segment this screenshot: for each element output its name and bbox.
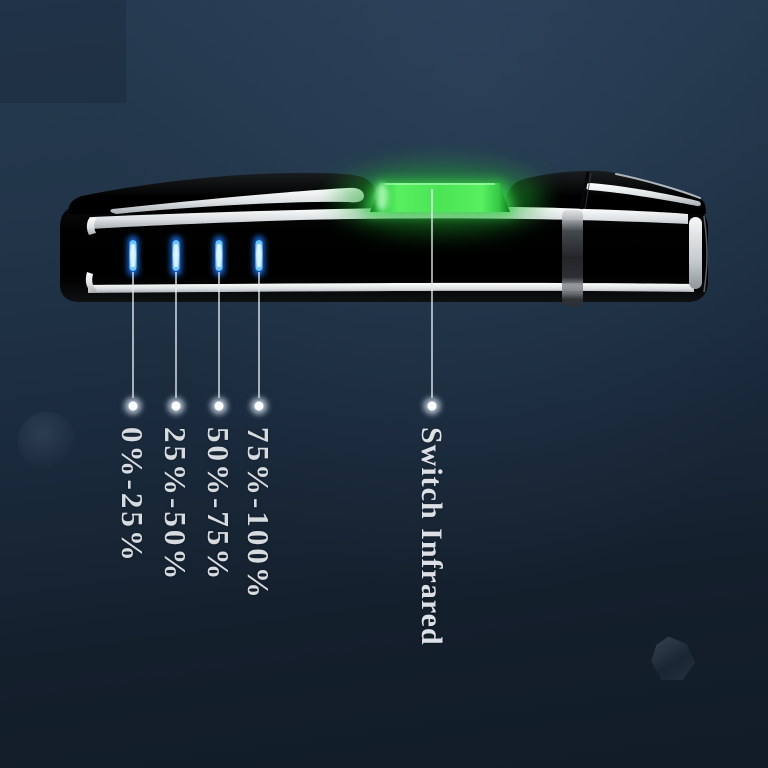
lid-right-top-highlight xyxy=(615,173,701,199)
battery-led-3 xyxy=(213,236,225,276)
device-lid-left xyxy=(68,172,378,214)
callout-dot-led-2 xyxy=(171,401,181,411)
battery-led-1 xyxy=(127,236,139,276)
lid-seam-line xyxy=(579,171,590,210)
battery-label-50-75: 50%-75% xyxy=(201,427,236,583)
background-seam-patch xyxy=(0,0,126,103)
device-body xyxy=(60,199,708,302)
switch-left-cap-shine xyxy=(376,183,388,211)
body-top-stripe-hook xyxy=(86,217,97,235)
lid-left-gloss-stripe xyxy=(110,187,364,214)
battery-led-row xyxy=(127,236,265,276)
body-bottom-stripe-hook xyxy=(85,272,97,293)
lid-right-gloss-stripe xyxy=(585,183,701,207)
switch-infrared-label: Switch Infrared xyxy=(415,427,448,646)
switch-core xyxy=(370,183,510,212)
callout-lines xyxy=(132,189,433,398)
body-right-edge-line xyxy=(703,215,708,293)
callout-dot-led-3 xyxy=(214,401,224,411)
lid-seam-highlight xyxy=(584,172,592,210)
battery-led-4 xyxy=(253,236,265,276)
device-lid-right xyxy=(504,170,706,214)
battery-label-75-100: 75%-100% xyxy=(241,427,276,601)
callout-dot-led-1 xyxy=(128,401,138,411)
battery-label-0-25: 0%-25% xyxy=(115,427,150,564)
callout-dot-led-4 xyxy=(254,401,264,411)
callout-dots xyxy=(124,397,441,415)
body-right-cap-highlight xyxy=(689,217,702,289)
battery-led-2 xyxy=(170,236,182,276)
callout-dot-switch xyxy=(427,401,437,411)
battery-label-25-50: 25%-50% xyxy=(158,427,193,583)
background-smoke-bubble xyxy=(18,412,76,470)
body-bottom-gloss-stripe xyxy=(88,282,694,293)
hinge-band xyxy=(562,210,583,306)
infrared-switch-button xyxy=(335,164,545,232)
